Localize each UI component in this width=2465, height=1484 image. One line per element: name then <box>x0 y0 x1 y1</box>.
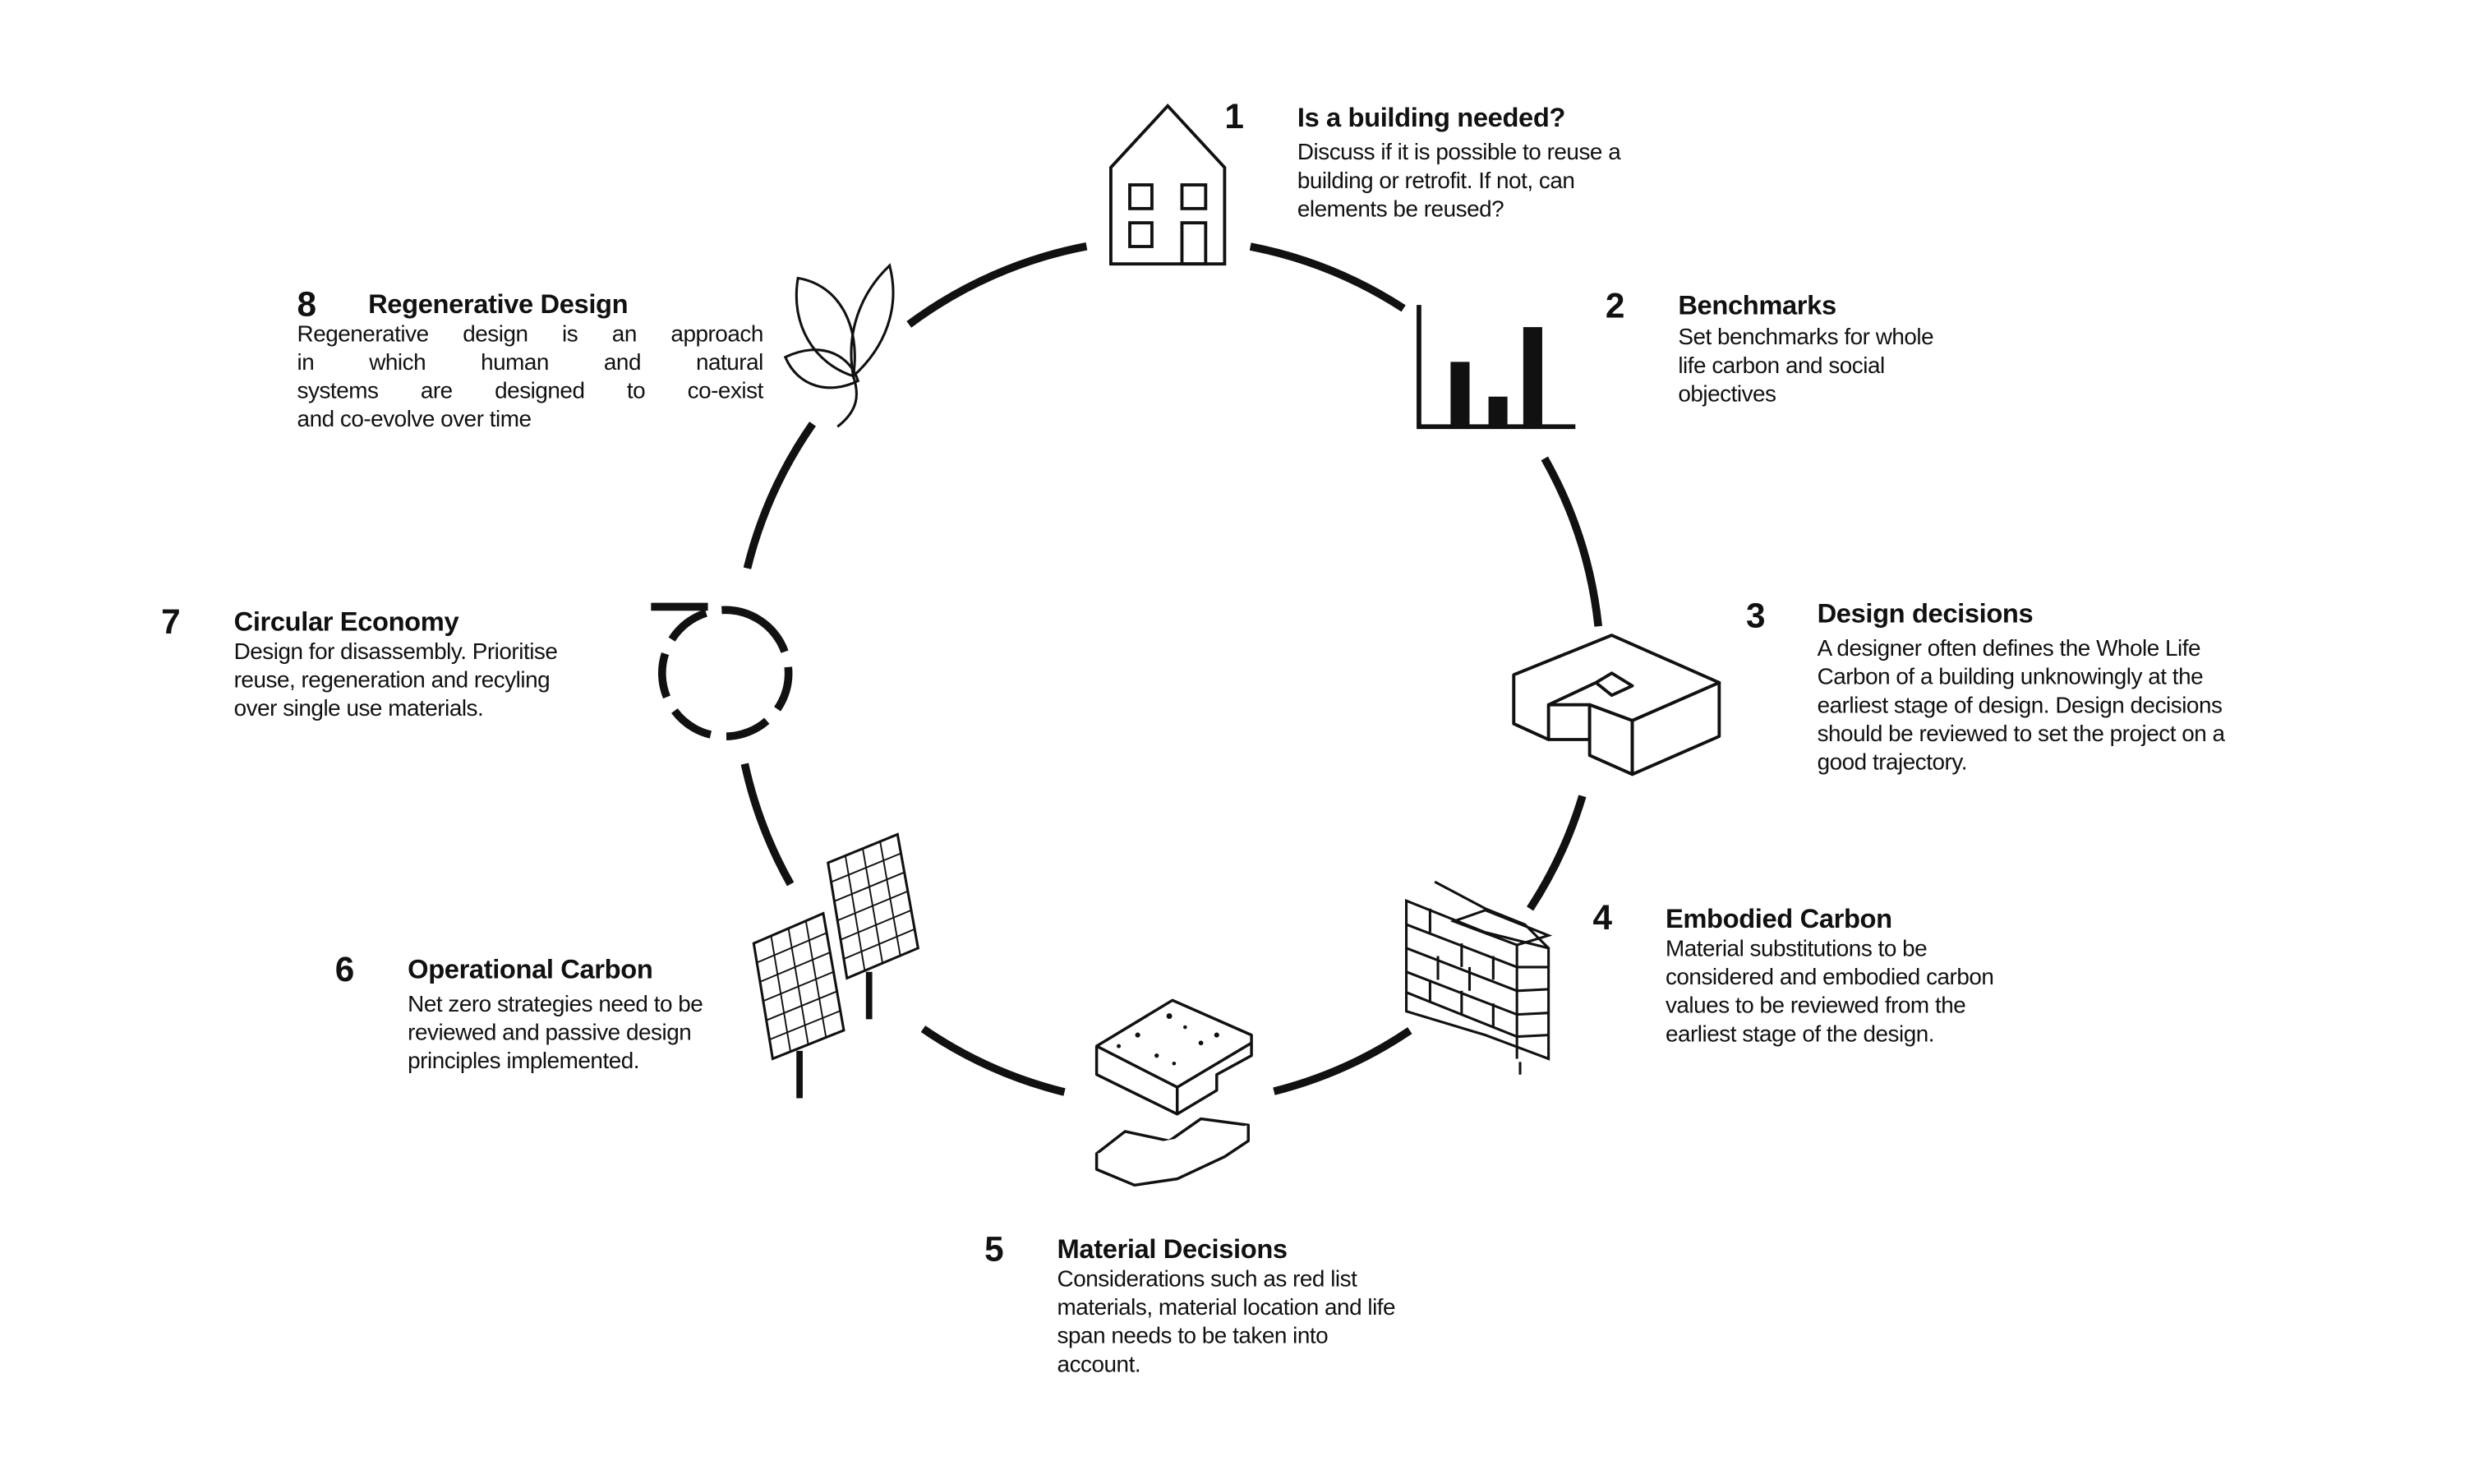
description-line: Set benchmarks for whole <box>1678 325 1934 351</box>
step-title: Material Decisions <box>1057 1233 1288 1265</box>
ring-arc-segment <box>1527 795 1587 911</box>
brick-wall-icon <box>1405 880 1553 1075</box>
description-line: Design for disassembly. Prioritise <box>233 639 558 666</box>
description-line: reviewed and passive design <box>408 1021 692 1047</box>
description-line: building or retrofit. If not, can <box>1297 168 1575 195</box>
description-line: reuse, regeneration and recyling <box>233 668 551 694</box>
step-number: 6 <box>334 949 355 989</box>
solar-grid-line <box>834 871 905 902</box>
step-number: 5 <box>984 1229 1004 1270</box>
step-number: 4 <box>1592 897 1613 938</box>
building-block-icon <box>1512 634 1721 777</box>
leaf-icon <box>783 263 895 428</box>
step-title: Circular Economy <box>233 606 459 638</box>
description-line: over single use materials. <box>233 697 484 722</box>
step-description: Material substitutions to be considered a… <box>1665 935 1994 1048</box>
step-title: Is a building needed? <box>1297 103 1566 133</box>
description-line: should be reviewed to set the project on… <box>1817 721 2225 748</box>
description-line: Net zero strategies need to be <box>408 992 703 1018</box>
description-line: good trajectory. <box>1817 750 1968 777</box>
description-line: considered and embodied carbon <box>1665 966 1994 991</box>
ring-arc-segment <box>920 1025 1066 1096</box>
circular-arrow-icon <box>651 602 793 740</box>
solar-grid-line <box>840 909 912 941</box>
ring-arc-segment <box>740 763 795 887</box>
description-line: values to be reviewed from the <box>1665 993 1966 1020</box>
description-line: in which human and natural <box>297 350 764 376</box>
bar-chart-icon <box>1417 305 1576 430</box>
description-line: Material substitutions to be <box>1665 937 1928 963</box>
description-line: span needs to be taken into <box>1057 1324 1329 1350</box>
description-line: objectives <box>1678 382 1776 408</box>
concrete-slab-icon <box>1094 998 1253 1187</box>
step-number: 8 <box>297 284 317 325</box>
step-title: Embodied Carbon <box>1665 904 1892 934</box>
description-line: materials, material location and life <box>1057 1295 1396 1321</box>
step-title: Regenerative Design <box>368 288 629 320</box>
cycle-ring <box>740 242 1602 1096</box>
step-number: 2 <box>1605 286 1625 326</box>
solar-grid-line <box>831 852 901 883</box>
ring-arc-segment <box>743 422 816 569</box>
ring-arc-segment <box>906 242 1088 328</box>
description-line: and co-evolve over time <box>297 408 532 433</box>
step-number: 3 <box>1746 596 1766 636</box>
solar-grid-line <box>766 990 837 1021</box>
solar-grid-line <box>836 890 909 922</box>
step-number: 1 <box>1224 96 1244 136</box>
house-icon <box>1109 104 1227 266</box>
step-description: Net zero strategies need to be reviewed a… <box>408 991 703 1076</box>
solar-grid-line <box>843 928 915 960</box>
step-title: Operational Carbon <box>408 954 653 985</box>
step-number: 7 <box>161 601 181 642</box>
description-line: earliest stage of the design. <box>1665 1022 1935 1048</box>
description-line: Regenerative design is an approach <box>297 322 764 348</box>
description-line: systems are designed to co-exist <box>297 379 764 405</box>
solar-grid-line <box>763 970 834 1002</box>
step-title: Design decisions <box>1817 598 2034 629</box>
solar-panel-icon <box>752 832 920 1099</box>
description-line: Discuss if it is possible to reuse a <box>1297 141 1621 166</box>
step-title: Benchmarks <box>1678 290 1836 321</box>
ring-arc-segment <box>1249 242 1406 312</box>
ring-arc-segment <box>1273 1027 1412 1095</box>
description-line: Considerations such as red list <box>1057 1267 1357 1293</box>
ring-arc-segment <box>1541 456 1602 627</box>
solar-grid-line <box>759 952 831 983</box>
description-line: Carbon of a building unknowingly at the <box>1817 665 2204 691</box>
description-line: life carbon and social <box>1678 353 1885 380</box>
description-line: earliest stage of design. Design decisio… <box>1817 694 2223 720</box>
description-line: elements be reused? <box>1297 197 1504 224</box>
description-line: principles implemented. <box>408 1048 640 1075</box>
solar-grid-line <box>756 932 827 964</box>
solar-grid-line <box>769 1010 841 1040</box>
description-line: A designer often defines the Whole Life <box>1817 637 2201 662</box>
description-line: account. <box>1057 1353 1141 1378</box>
